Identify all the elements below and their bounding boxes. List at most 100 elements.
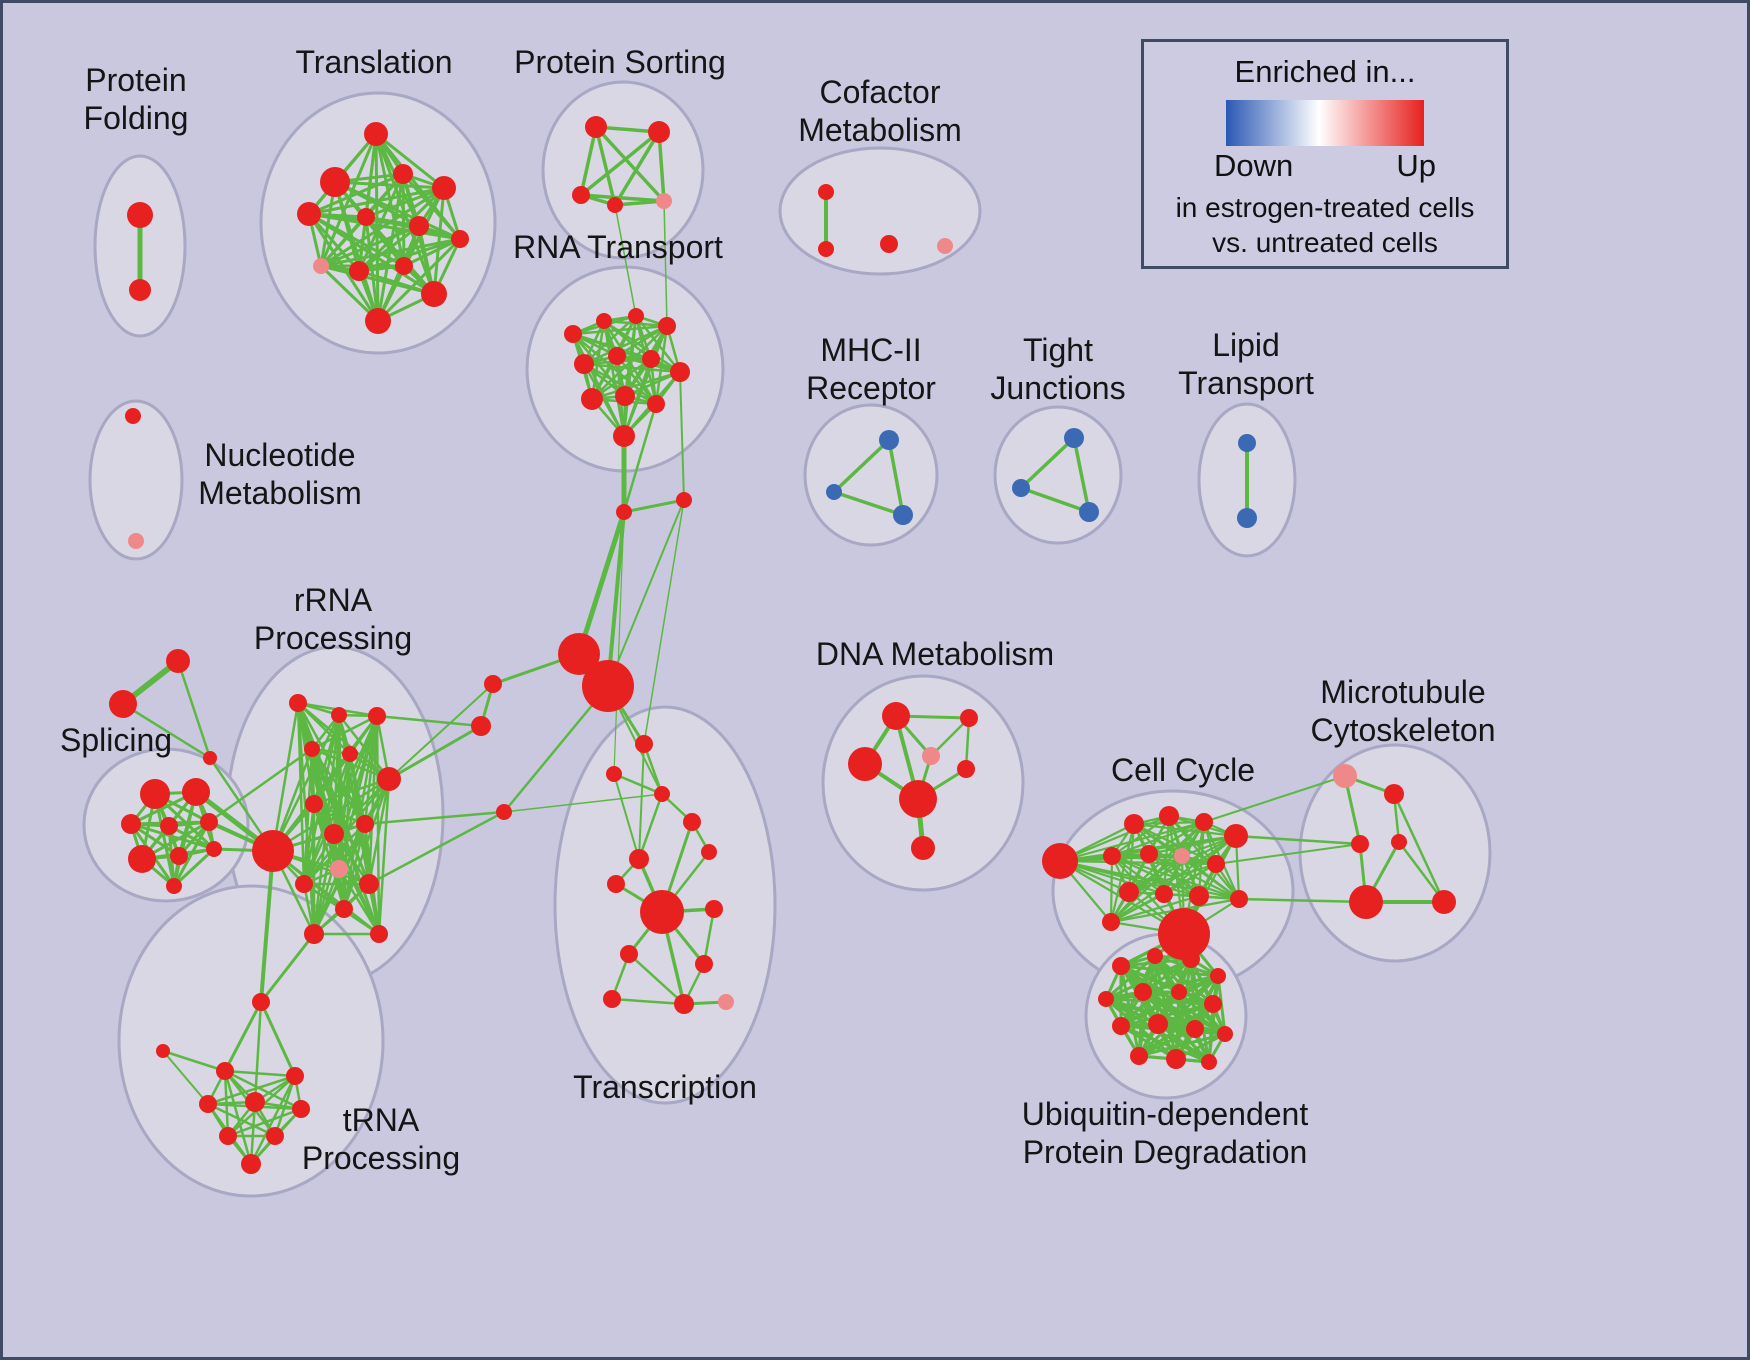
- network-edge: [401, 172, 406, 268]
- network-node: [1201, 1054, 1217, 1070]
- network-edge: [207, 747, 314, 824]
- transcription-label: Transcription: [573, 1069, 757, 1105]
- network-edge: [302, 822, 367, 886]
- network-node: [241, 1154, 261, 1174]
- network-node: [1224, 824, 1248, 848]
- network-node: [1134, 983, 1152, 1001]
- network-edge: [1392, 792, 1446, 904]
- network-node: [1186, 1020, 1204, 1038]
- network-edge: [582, 324, 669, 366]
- network-node: [252, 830, 294, 872]
- tight-junctions-ellipse: [993, 405, 1123, 545]
- network-node: [818, 241, 834, 257]
- network-edge: [622, 498, 686, 514]
- network-edge: [579, 193, 666, 203]
- network-node: [558, 633, 600, 675]
- network-node: [960, 709, 978, 727]
- legend: Enriched in... Down Up in estrogen-treat…: [1141, 39, 1509, 269]
- network-node: [1195, 813, 1213, 831]
- legend-down-label: Down: [1214, 148, 1294, 183]
- network-node: [674, 994, 694, 1014]
- network-node: [628, 308, 644, 324]
- network-node: [1174, 848, 1190, 864]
- network-node: [128, 845, 156, 873]
- network-node: [305, 795, 323, 813]
- network-edge: [582, 314, 638, 366]
- network-node: [128, 533, 144, 549]
- network-edge: [1203, 775, 1346, 823]
- legend-gradient-bar: [1226, 100, 1424, 146]
- network-node: [313, 258, 329, 274]
- network-node: [615, 386, 635, 406]
- network-edge: [333, 180, 446, 190]
- network-node: [574, 354, 594, 374]
- network-node: [848, 747, 882, 781]
- network-edge: [296, 701, 316, 936]
- network-edge: [832, 490, 905, 517]
- network-edge: [332, 832, 371, 886]
- nucleotide-metabolism-ellipse: [88, 399, 184, 561]
- network-edge: [615, 324, 669, 358]
- network-node: [654, 786, 670, 802]
- microtubule-cytoskeleton-ellipse: [1298, 743, 1492, 963]
- network-edge: [249, 1100, 257, 1166]
- network-edge: [637, 792, 664, 861]
- network-edge: [576, 509, 627, 657]
- network-edge: [319, 264, 380, 323]
- network-node: [1349, 885, 1383, 919]
- cofactor-metabolism-ellipse: [778, 146, 982, 276]
- network-edge: [1109, 894, 1201, 924]
- network-edge: [388, 683, 494, 780]
- network-node: [496, 804, 512, 820]
- network-node: [432, 176, 456, 200]
- network-node: [695, 955, 713, 973]
- network-node: [364, 122, 388, 146]
- network-node: [1124, 814, 1144, 834]
- network-edge: [1104, 954, 1157, 1001]
- network-node: [409, 216, 429, 236]
- network-node: [1079, 502, 1099, 522]
- network-node: [826, 484, 842, 500]
- cell-cycle-label: Cell Cycle: [1111, 752, 1255, 788]
- network-edge: [643, 499, 685, 745]
- network-edge: [1215, 843, 1361, 865]
- network-edge: [172, 847, 216, 888]
- network-edge: [638, 743, 645, 860]
- network-edge: [606, 510, 626, 688]
- network-node: [121, 814, 141, 834]
- network-node: [1230, 890, 1248, 908]
- network-edge: [627, 952, 686, 1006]
- network-edge: [319, 224, 421, 268]
- network-node: [882, 702, 910, 730]
- network-node: [640, 890, 684, 934]
- network-edge: [226, 1107, 303, 1138]
- network-node: [393, 164, 413, 184]
- network-edge: [702, 907, 716, 966]
- network-edge: [502, 684, 610, 814]
- network-edge: [1119, 990, 1181, 1028]
- network-edge: [1109, 854, 1114, 924]
- network-node: [911, 836, 935, 860]
- network-node: [603, 990, 621, 1008]
- network-node: [937, 238, 953, 254]
- network-node: [320, 167, 350, 197]
- network-edge: [271, 777, 391, 853]
- network-node: [200, 813, 218, 831]
- network-node: [1384, 784, 1404, 804]
- network-edge: [176, 659, 212, 760]
- network-node: [922, 747, 940, 765]
- network-node: [608, 347, 626, 365]
- network-edge: [1110, 820, 1206, 858]
- network-node: [109, 690, 137, 718]
- network-node: [129, 279, 151, 301]
- network-node: [607, 875, 625, 893]
